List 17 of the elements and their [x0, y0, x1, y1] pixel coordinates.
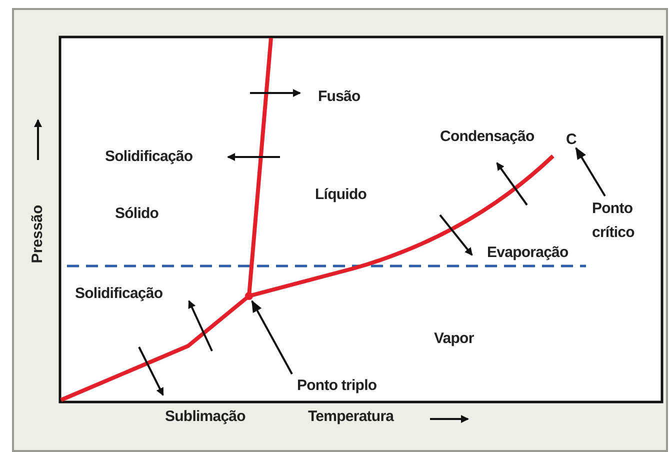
- phase-label: Vapor: [434, 330, 474, 348]
- leader-line: [575, 147, 606, 197]
- triple-point-marker: [245, 292, 253, 300]
- phase-label: Líquido: [315, 186, 367, 204]
- phase-label: Sublimação: [165, 408, 246, 426]
- phase-label: Sólido: [115, 205, 159, 223]
- phase-label: Condensação: [440, 128, 534, 146]
- phase-label: Evaporação: [487, 244, 568, 262]
- phase-label: Fusão: [318, 88, 360, 106]
- phase-label: Solidificação: [105, 148, 193, 166]
- axis-label: Pressão: [29, 204, 47, 266]
- axis-label: Temperatura: [308, 408, 394, 426]
- point-label: C: [566, 128, 576, 152]
- phase-label: Solidificação: [75, 285, 163, 303]
- point-label: Ponto crítico: [592, 197, 652, 245]
- point-label: Ponto triplo: [297, 374, 377, 398]
- leader-line: [251, 300, 293, 374]
